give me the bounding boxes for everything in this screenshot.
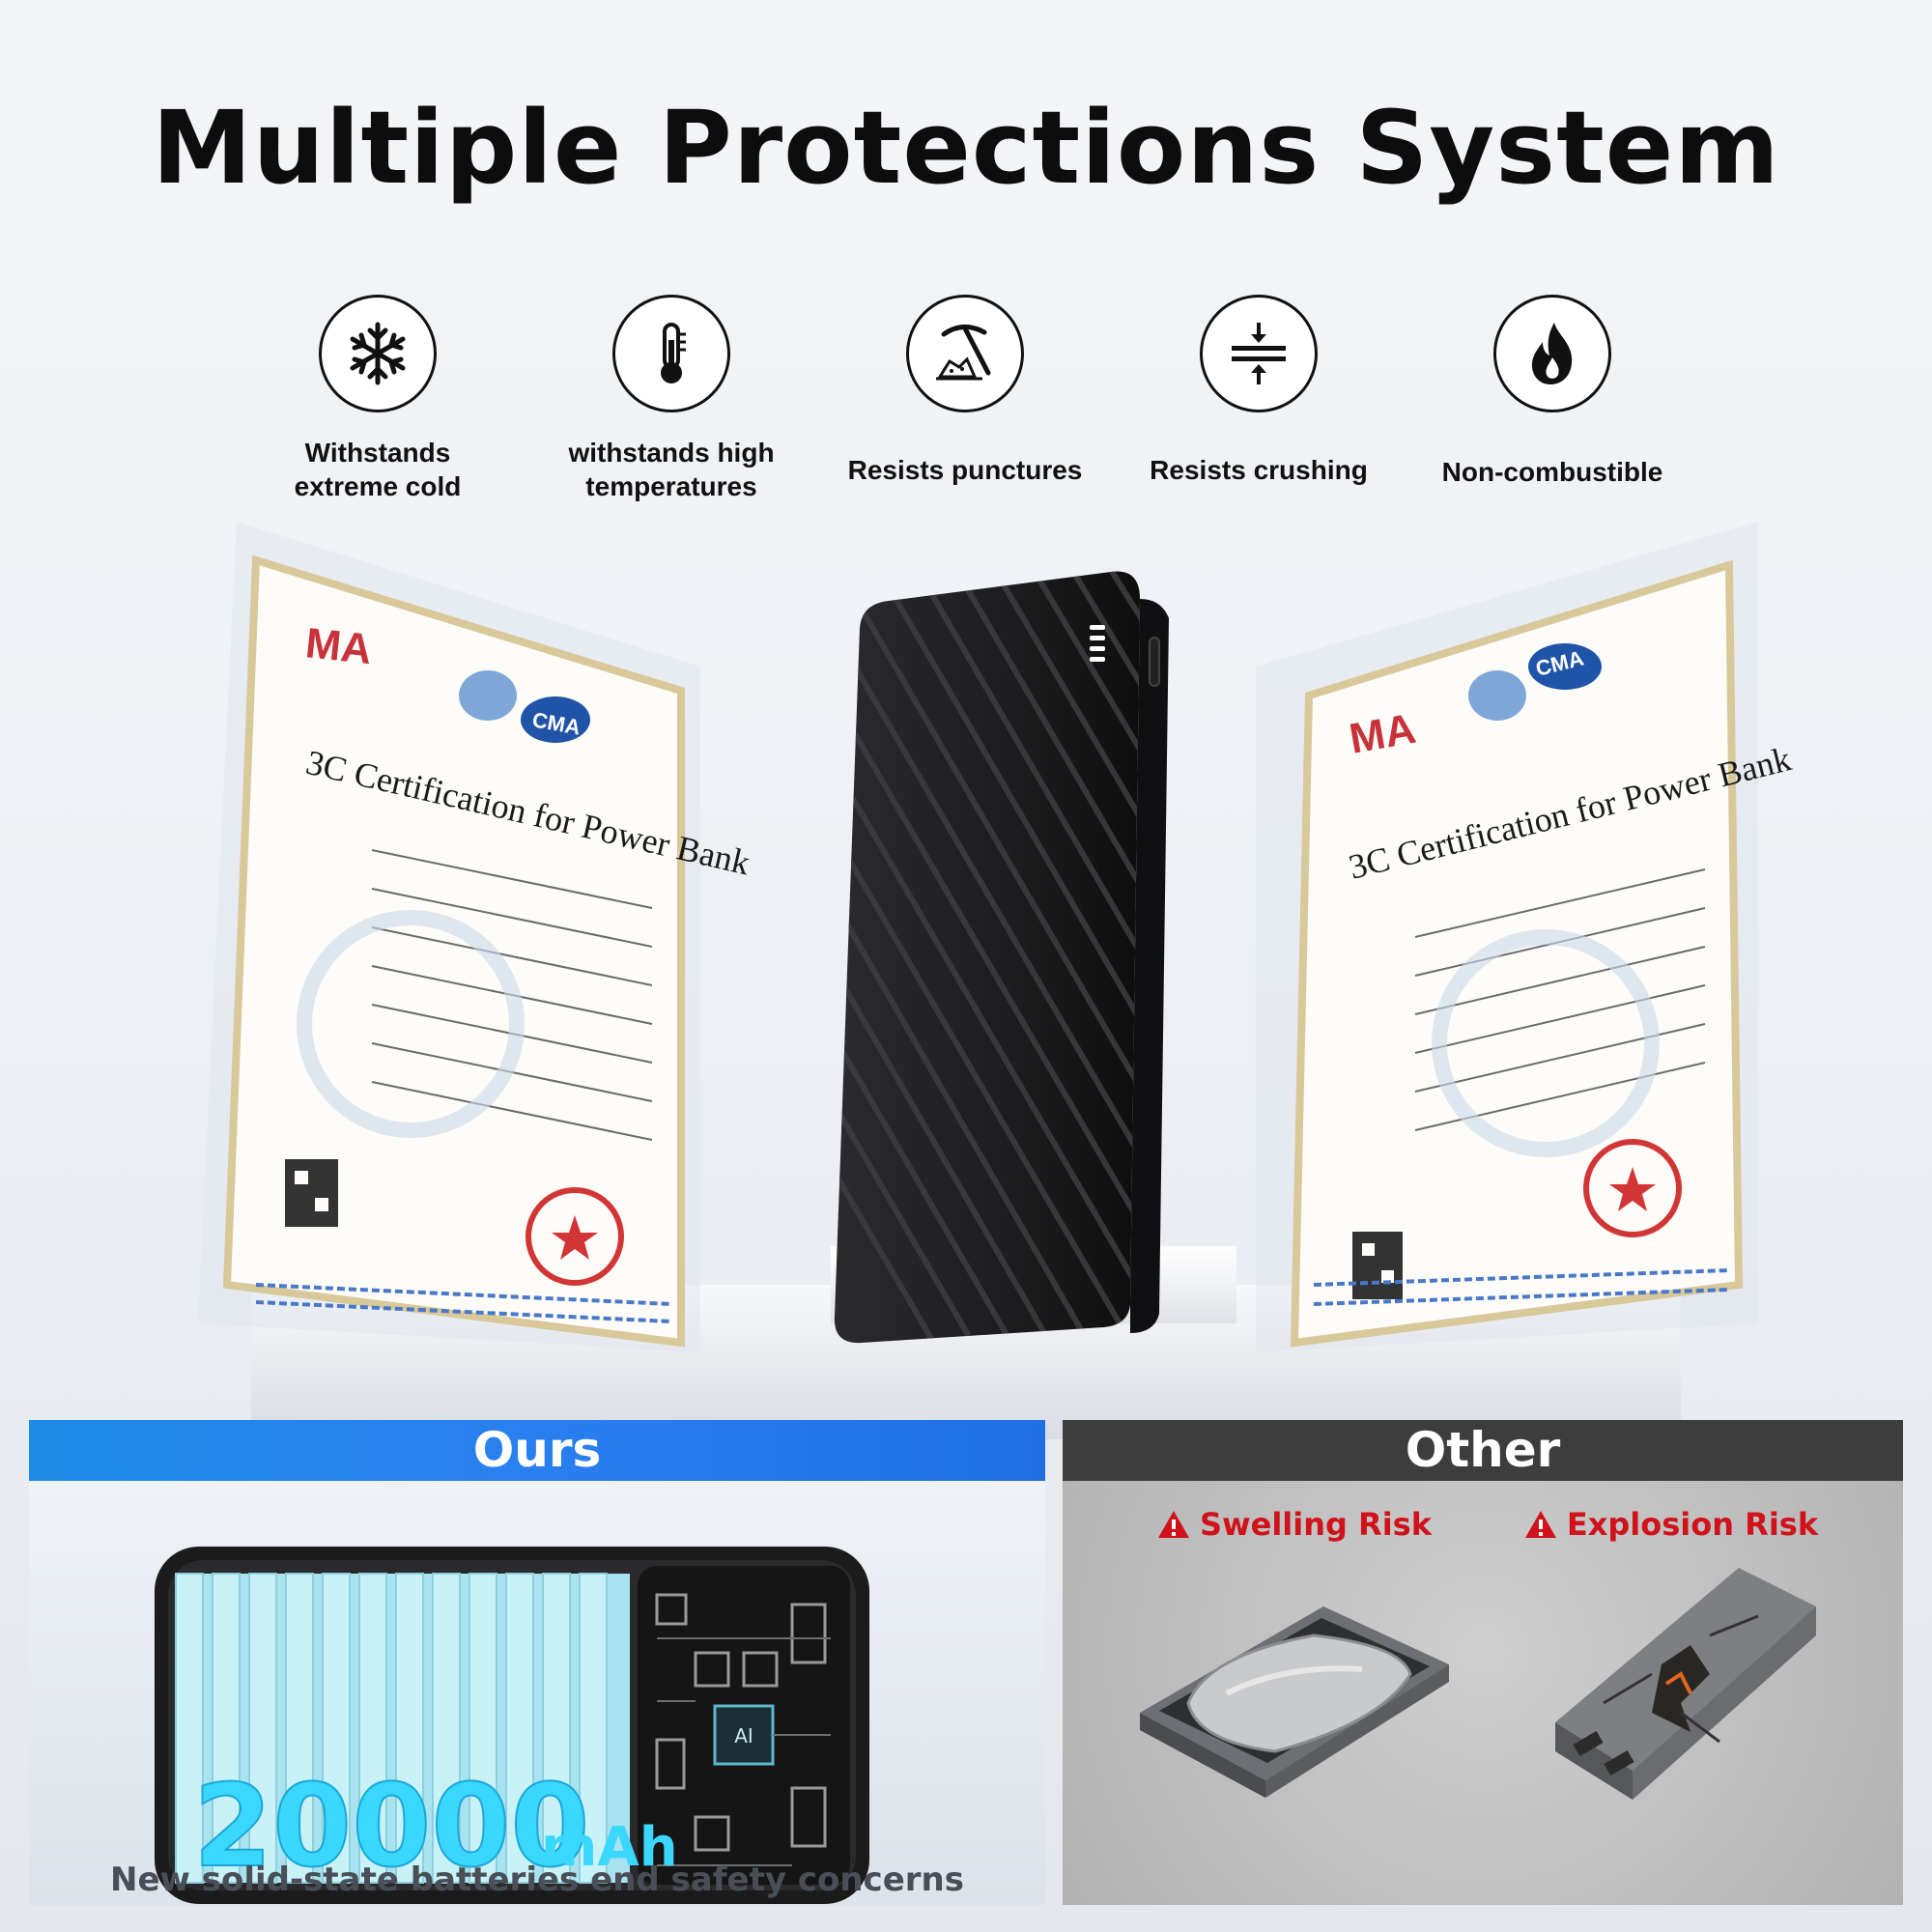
cert-logo: MA	[1346, 705, 1419, 763]
pickaxe-icon	[936, 325, 991, 381]
thermometer-icon	[661, 323, 686, 384]
ours-header: Ours	[29, 1420, 1045, 1481]
snowflake-icon	[350, 322, 406, 385]
power-button-icon	[1149, 637, 1160, 687]
solid-state-battery-illustration: AI 20000 mAh	[155, 1547, 869, 1904]
battery-led-indicator	[1090, 625, 1105, 662]
feature-crush: Resists crushing	[1114, 295, 1404, 487]
warning-icon	[1524, 1511, 1556, 1538]
certificate-right: MA CMA 3C Certification for Power Bank	[1256, 522, 1795, 1352]
compress-icon	[1232, 323, 1286, 384]
swollen-battery-illustration	[1140, 1606, 1449, 1798]
feature-label: Resists crushing	[1150, 455, 1368, 485]
feature-heat: withstands high temperatures	[526, 295, 816, 503]
ai-chip-label: AI	[734, 1724, 753, 1747]
page-title: Multiple Protections System	[152, 89, 1780, 207]
other-panel: Other Swelling Risk Explosion Risk	[1063, 1420, 1903, 1905]
risk-swelling: Swelling Risk	[1101, 1506, 1488, 1543]
feature-fire: Non-combustible	[1407, 295, 1697, 489]
ours-panel: Ours	[29, 1420, 1045, 1905]
certificate-left: MA CMA 3C Certification for Power Bank	[198, 522, 753, 1352]
feature-row: Withstands extreme cold withstands high …	[0, 295, 1932, 517]
flame-icon	[1531, 323, 1573, 384]
feature-cold: Withstands extreme cold	[233, 295, 523, 503]
capacity-value: 20000	[193, 1759, 590, 1892]
feature-label: withstands high temperatures	[568, 438, 775, 501]
capacity-unit: mAh	[541, 1816, 678, 1879]
feature-label: Withstands extreme cold	[294, 438, 462, 501]
feature-label: Resists punctures	[847, 455, 1083, 485]
risk-explosion: Explosion Risk	[1478, 1506, 1864, 1543]
warning-icon	[1158, 1511, 1189, 1538]
power-bank-product	[821, 570, 1179, 1344]
cert-logo: MA	[303, 619, 374, 673]
other-header: Other	[1063, 1420, 1903, 1481]
exploded-battery-illustration	[1555, 1568, 1816, 1800]
risk-label-text: Swelling Risk	[1200, 1506, 1432, 1543]
feature-label: Non-combustible	[1441, 457, 1663, 487]
risk-label-text: Explosion Risk	[1566, 1506, 1819, 1543]
feature-puncture: Resists punctures	[820, 295, 1110, 487]
ours-caption: New solid-state batteries end safety con…	[110, 1861, 964, 1899]
